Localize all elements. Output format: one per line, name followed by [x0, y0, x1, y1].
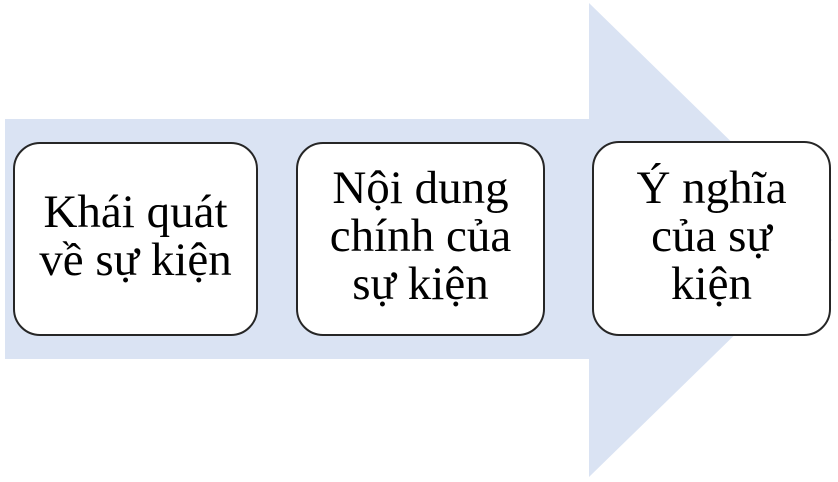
step-label-event-meaning: Ý nghĩa của sự kiện: [636, 161, 787, 310]
step-label-main-content: Nội dung chính của sự kiện: [329, 162, 512, 310]
step-label-event-overview: Khái quát về sự kiện: [39, 186, 232, 286]
step-box-main-content: Nội dung chính của sự kiện: [296, 142, 545, 336]
step-box-event-meaning: Ý nghĩa của sự kiện: [592, 141, 831, 336]
step-box-event-overview: Khái quát về sự kiện: [13, 142, 258, 336]
